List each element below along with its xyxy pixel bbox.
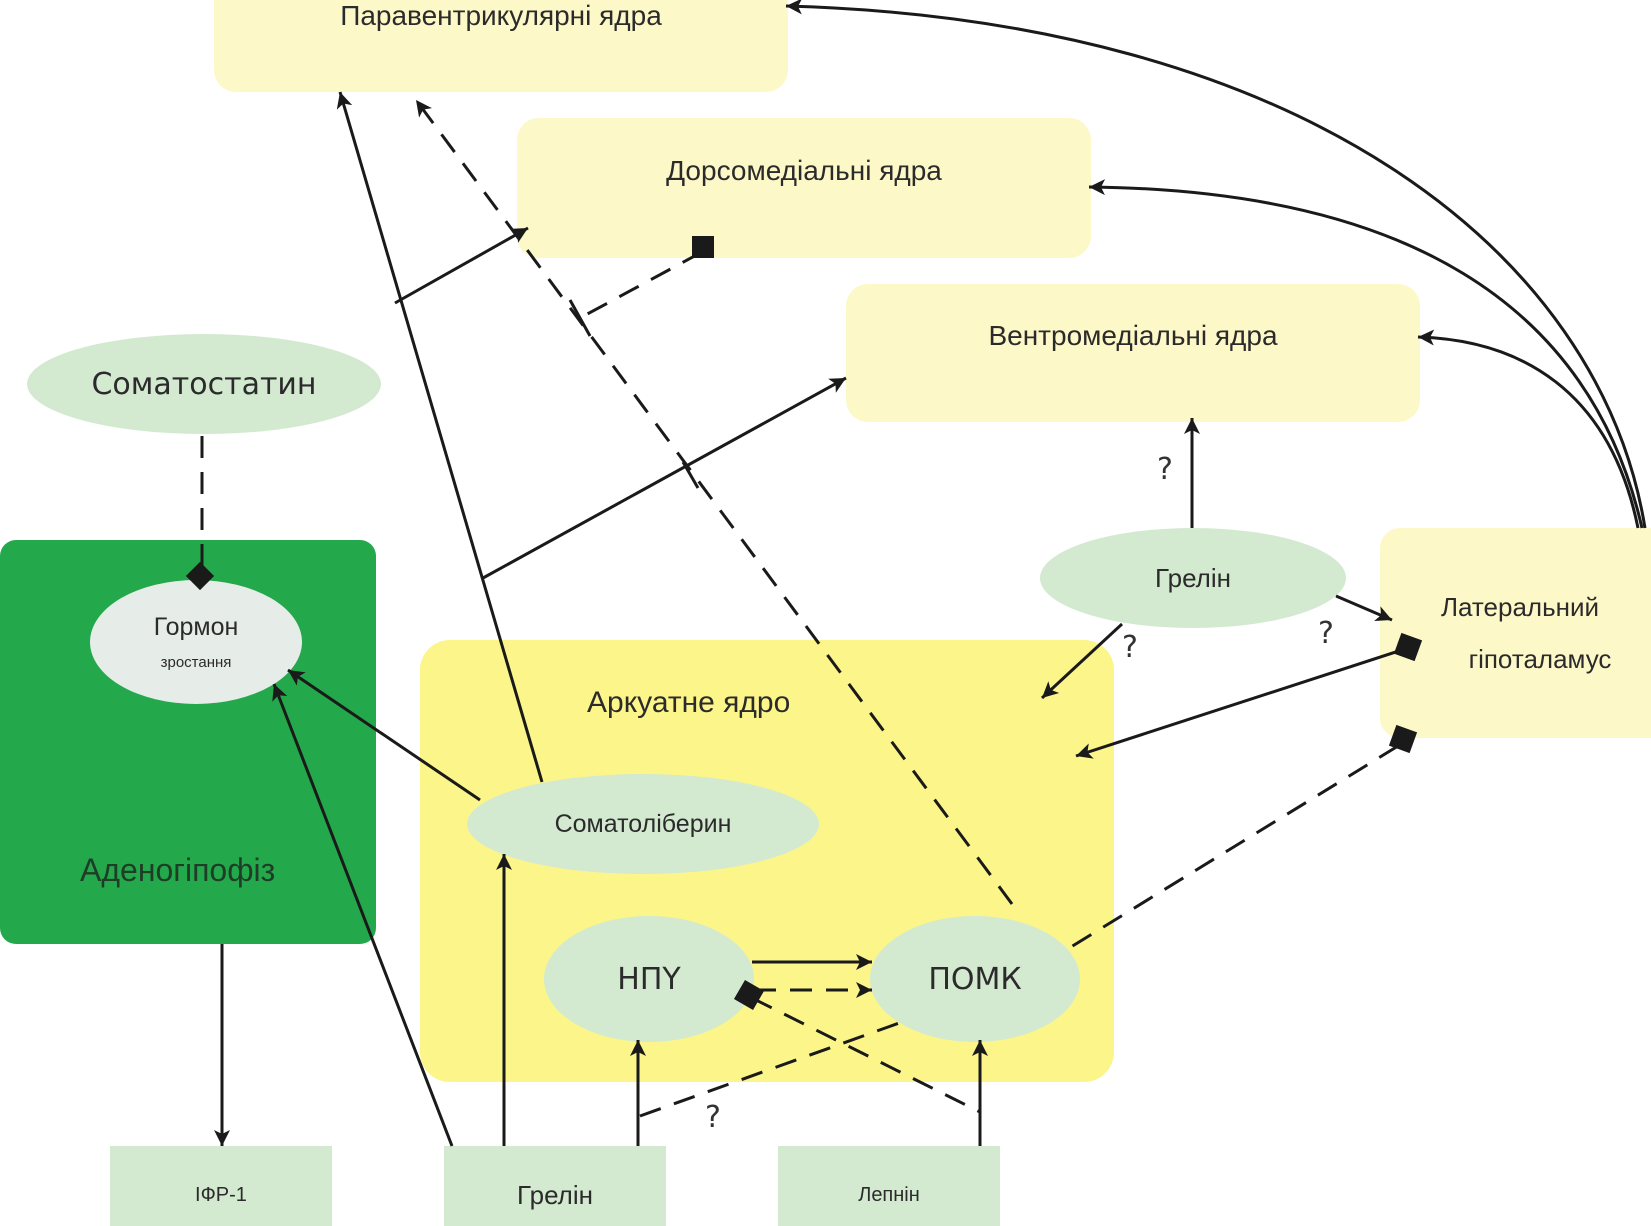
edge-npy-to-leptin-dashed (751, 996, 981, 1114)
terminator-lateral-square-1 (1393, 632, 1423, 662)
lateral-hypothalamus-label-1: Латеральний (1440, 592, 1600, 622)
dorsomedial-nuclei-box: Дорсомедіальні ядра (517, 118, 1091, 258)
growth-hormone-label-2: зростання (160, 654, 232, 671)
somatoliberin-ellipse: Соматоліберин (467, 774, 819, 874)
edge-branch-to-ventromedial (482, 376, 847, 580)
paraventricular-nuclei-label: Паравентрикулярні ядра (340, 0, 662, 31)
terminator-dorsomedial-square (692, 236, 714, 258)
adenohypophysis-label: Аденогіпофіз (80, 852, 276, 888)
pomc-ellipse: ПОМК (870, 916, 1080, 1042)
edge-lateral-to-paraventricular (785, 0, 1647, 529)
npy-ellipse: НПY (544, 916, 754, 1042)
edge-lateral-to-dorsomedial (1088, 179, 1644, 529)
edge-lateral-to-arcuate (1075, 646, 1409, 759)
question-mark-ghrelin-arcuate: ? (1122, 630, 1138, 665)
lateral-hypothalamus-label-2: гіпоталамус (1468, 644, 1612, 674)
question-mark-ghrelin-lateral: ? (1318, 616, 1334, 651)
terminator-lateral-square-2 (1388, 724, 1418, 754)
ventromedial-nuclei-label: Вентромедіальні ядра (988, 320, 1278, 351)
paraventricular-nuclei-box: Паравентрикулярні ядра (214, 0, 788, 92)
arcuate-nucleus-label: Аркуатне ядро (587, 686, 791, 719)
edge-lateral-to-pomc-dashed (1065, 744, 1399, 952)
question-mark-ghrelin-ventromedial: ? (1157, 452, 1173, 487)
edge-dorsomedial-inhibit-dashed (579, 250, 703, 320)
igf1-label: ІФР-1 (195, 1184, 247, 1206)
growth-hormone-label-1: Гормон (153, 613, 239, 641)
edge-somatoliberin-to-gh (287, 668, 481, 802)
somatoliberin-label: Соматоліберин (554, 809, 732, 838)
edge-lateral-to-ventromedial (1417, 329, 1640, 529)
edge-pomc-to-paraventricular-dashed (414, 99, 1014, 905)
ventromedial-nuclei-box: Вентромедіальні ядра (846, 284, 1420, 422)
pomc-label: ПОМК (928, 961, 1022, 997)
dorsomedial-nuclei-label: Дорсомедіальні ядра (666, 155, 942, 186)
edge-ghrelin-to-arcuate (1040, 622, 1124, 700)
edge-ghrelin-to-lateral (1335, 594, 1393, 622)
ghrelin-bottom-label: Грелін (517, 1180, 593, 1210)
edge-somatoliberin-to-paraventricular (336, 91, 544, 783)
ghrelin-upper-ellipse: Грелін (1040, 528, 1346, 628)
terminator-npy-square (733, 979, 765, 1011)
edge-ghrelin-bottom-to-gh (272, 683, 454, 1147)
question-mark-bottom: ? (705, 1100, 721, 1135)
leptin-label: Лепнін (858, 1184, 920, 1206)
edge-branch-to-dorsomedial (394, 226, 529, 305)
edge-ghrelin-bottom-to-pomc-dashed (639, 1020, 903, 1118)
somatostatin-ellipse: Соматостатин (27, 334, 381, 434)
inhibit-bar-dorsomedial (568, 299, 592, 337)
growth-hormone-ellipse: Гормон зростання (90, 580, 302, 704)
terminator-gh-diamond (185, 561, 215, 591)
inhibit-bar-ventromedial-cross (681, 461, 700, 489)
lateral-hypothalamus-box: Латеральний гіпоталамус (1380, 528, 1651, 738)
somatostatin-label: Соматостатин (91, 366, 317, 402)
npy-label: НПY (617, 961, 681, 997)
ghrelin-upper-label: Грелін (1155, 562, 1231, 593)
